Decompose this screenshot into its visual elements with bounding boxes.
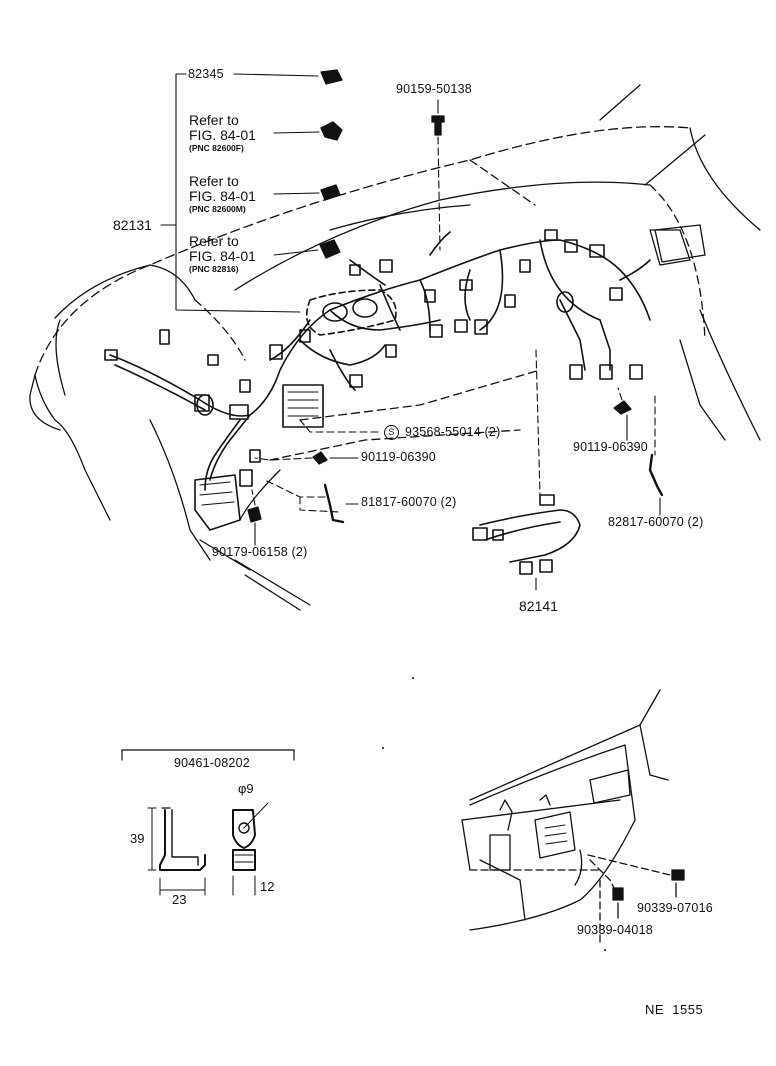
ref-3-refer: Refer to: [189, 233, 239, 249]
part-number-93568: 93568-55014 (2): [405, 424, 501, 439]
dash-detail-view: [461, 689, 685, 946]
ref-1-refer: Refer to: [189, 112, 239, 128]
part-label-82817-60070: 82817-60070 (2): [608, 515, 704, 529]
part-label-81817-60070: 81817-60070 (2): [361, 495, 457, 509]
part-icons: [247, 69, 632, 523]
ref-1-pnc: (PNC 82600F): [189, 143, 244, 153]
part-label-90339-04018: 90339-04018: [577, 923, 653, 937]
part-label-93568-55014: S 93568-55014 (2): [384, 425, 500, 440]
dim-width: 23: [172, 892, 187, 907]
ref-3-pnc: (PNC 82816): [189, 264, 239, 274]
part-label-90119-06390-right: 90119-06390: [573, 440, 648, 454]
ref-2-refer: Refer to: [189, 173, 239, 189]
ref-1-fig-link[interactable]: FIG. 84-01: [189, 127, 256, 143]
part-label-90159-50138: 90159-50138: [396, 82, 472, 96]
vehicle-body-outline: [29, 84, 761, 611]
dotted-marks: [382, 677, 606, 951]
leader-lines: [160, 73, 661, 591]
s-mark-icon: S: [384, 425, 399, 440]
clamp-detail-90461: [121, 749, 295, 896]
ref-2-pnc: (PNC 82600M): [189, 204, 246, 214]
part-label-82141: 82141: [519, 598, 558, 614]
part-label-90461-08202: 90461-08202: [174, 756, 250, 770]
dim-strap-width: 12: [260, 879, 275, 894]
dim-height: 39: [130, 831, 145, 846]
part-label-90339-07016: 90339-07016: [637, 901, 713, 915]
hose-icons: [323, 453, 664, 524]
part-label-82345: 82345: [188, 67, 224, 81]
ref-2-fig-link[interactable]: FIG. 84-01: [189, 188, 256, 204]
ref-3-fig-link[interactable]: FIG. 84-01: [189, 248, 256, 264]
part-label-82131: 82131: [113, 217, 152, 233]
part-label-90179-06158: 90179-06158 (2): [212, 545, 308, 559]
main-harness-82131: [104, 229, 651, 531]
part-label-90119-06390-left: 90119-06390: [361, 450, 436, 464]
diagram-code: NE 1555: [645, 1002, 704, 1017]
sub-harness-82141: [472, 494, 581, 575]
dim-diameter: φ9: [238, 781, 254, 796]
